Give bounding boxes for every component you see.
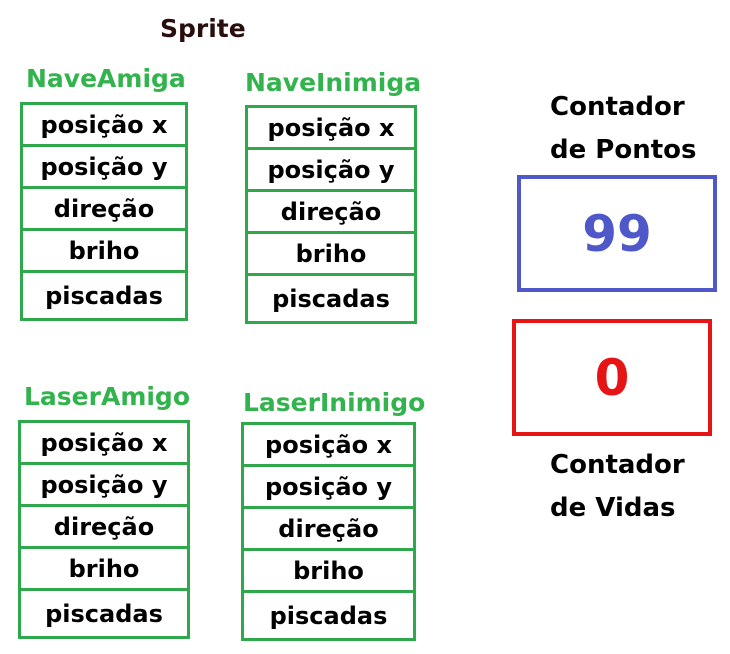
- field-brilho: briho: [248, 234, 414, 276]
- sprite-name-laserinimigo: LaserInimigo: [243, 388, 426, 417]
- field-piscadas: piscadas: [45, 599, 163, 628]
- field-posicao-y: posição y: [21, 465, 187, 507]
- field-piscadas: piscadas: [45, 281, 163, 310]
- field-brilho: briho: [244, 551, 413, 593]
- field-brilho: briho: [21, 549, 187, 591]
- field-direcao: direção: [244, 509, 413, 551]
- field-posicao-y: posição y: [248, 150, 414, 192]
- field-posicao-x: posição x: [248, 108, 414, 150]
- field-brilho: briho: [23, 231, 185, 273]
- lives-counter-label-line1: Contador: [550, 450, 685, 480]
- lives-counter-label-line2: de Vidas: [550, 493, 676, 523]
- sprite-name-laseramigo: LaserAmigo: [24, 382, 191, 411]
- lives-counter-label: Contador de Vidas: [550, 444, 685, 530]
- points-counter-label: Contador de Pontos: [550, 86, 697, 172]
- sprite-box-naveinimiga: posição x posição y direção briho piscad…: [245, 105, 417, 324]
- sprite-box-laserinimigo: posição x posição y direção briho piscad…: [241, 422, 416, 641]
- field-piscadas: piscadas: [272, 284, 390, 313]
- field-posicao-y: posição y: [23, 147, 185, 189]
- points-counter-label-line2: de Pontos: [550, 135, 697, 165]
- points-counter-label-line1: Contador: [550, 92, 685, 122]
- field-posicao-x: posição x: [244, 425, 413, 467]
- sprite-name-naveamiga: NaveAmiga: [26, 64, 186, 93]
- field-direcao: direção: [21, 507, 187, 549]
- points-counter-box: 99: [517, 175, 717, 292]
- field-direcao: direção: [23, 189, 185, 231]
- lives-counter-box: 0: [512, 319, 712, 436]
- field-posicao-x: posição x: [21, 423, 187, 465]
- field-direcao: direção: [248, 192, 414, 234]
- sprite-name-naveinimiga: NaveInimiga: [245, 68, 422, 97]
- field-piscadas: piscadas: [269, 601, 388, 630]
- diagram-title: Sprite: [160, 14, 246, 43]
- sprite-box-naveamiga: posição x posição y direção briho piscad…: [20, 102, 188, 321]
- sprite-box-laseramigo: posição x posição y direção briho piscad…: [18, 420, 190, 639]
- field-posicao-x: posição x: [23, 105, 185, 147]
- field-posicao-y: posição y: [244, 467, 413, 509]
